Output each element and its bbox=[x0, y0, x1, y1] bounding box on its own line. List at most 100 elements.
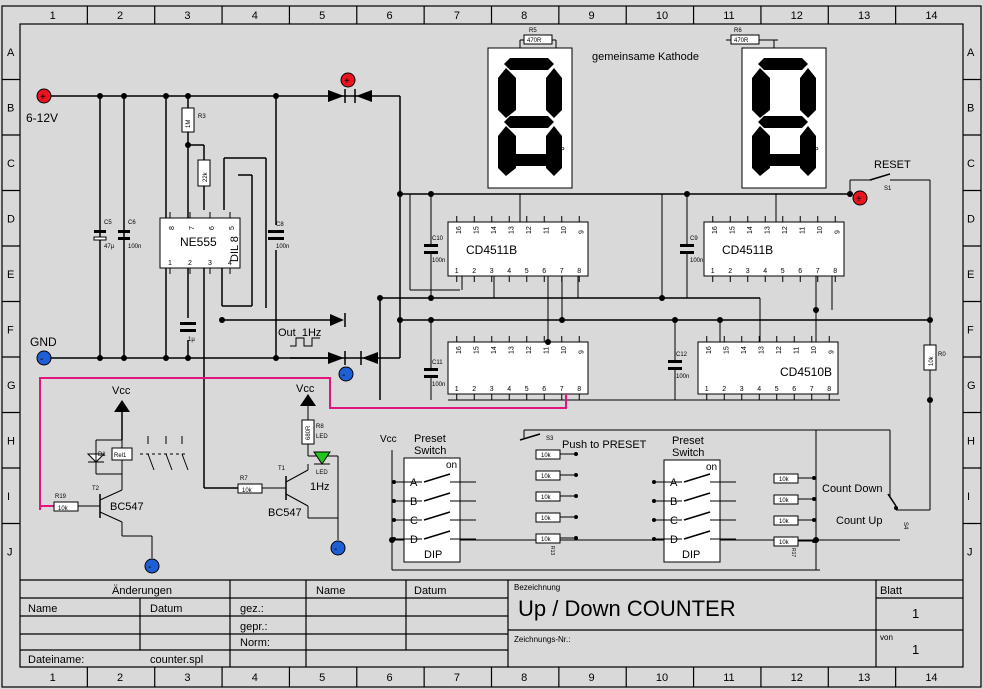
grid-col-label: 1 bbox=[50, 10, 56, 22]
svg-text:Preset: Preset bbox=[672, 435, 704, 447]
ic-pin-number: 4 bbox=[507, 268, 511, 275]
junction-dots bbox=[97, 93, 933, 543]
svg-text:680R: 680R bbox=[306, 425, 312, 440]
svg-text:-: - bbox=[40, 354, 43, 365]
ic-pin-number: 1 bbox=[455, 386, 459, 393]
terminal-gnd[interactable]: - bbox=[36, 350, 52, 366]
ic-pin-number: 16 bbox=[706, 346, 713, 354]
terminal-gnd-2[interactable]: - bbox=[338, 366, 354, 382]
svg-text:10k: 10k bbox=[58, 506, 69, 512]
terminal-gnd-t2[interactable]: - bbox=[144, 558, 160, 574]
grid-row-label: H bbox=[7, 435, 15, 447]
ic-pin-number: 4 bbox=[763, 268, 767, 275]
ic-pin-number: 12 bbox=[782, 226, 789, 234]
resistor-value: 10k bbox=[541, 495, 552, 501]
svg-text:S4: S4 bbox=[902, 522, 908, 530]
reset-switch[interactable]: RESET S1 bbox=[869, 159, 911, 192]
svg-text:R5: R5 bbox=[529, 28, 537, 34]
grid-row-label: A bbox=[967, 47, 975, 59]
ic-pin-number: 15 bbox=[473, 226, 480, 234]
svg-text:Name: Name bbox=[28, 603, 57, 615]
svg-text:-: - bbox=[148, 562, 151, 573]
grid-col-label: 3 bbox=[184, 10, 190, 22]
dip-position-label: D bbox=[670, 534, 678, 546]
grid-row-label: F bbox=[967, 324, 974, 336]
capacitor-c5: C5 47µ bbox=[93, 220, 115, 250]
grid-row-label: C bbox=[7, 158, 15, 170]
capacitor-c9: C9 100n bbox=[680, 194, 703, 298]
ic-pin-number: 5 bbox=[525, 386, 529, 393]
svg-text:100n: 100n bbox=[276, 244, 289, 250]
svg-text:Änderungen: Änderungen bbox=[112, 585, 172, 597]
grid-col-label: 11 bbox=[723, 672, 734, 684]
magenta-wire bbox=[39, 377, 567, 510]
ic-pin-number: 5 bbox=[229, 226, 236, 230]
dip-position-label: B bbox=[670, 496, 677, 508]
grid-col-label: 13 bbox=[858, 672, 870, 684]
terminal-plus-supply[interactable]: + bbox=[36, 88, 52, 104]
resistor-r5: R5 470R bbox=[519, 28, 557, 48]
svg-text:Switch: Switch bbox=[672, 447, 704, 459]
resistor-value: 10k bbox=[779, 498, 790, 504]
terminal-plus-top[interactable]: + bbox=[340, 72, 356, 88]
seven-segment-display-left: DP bbox=[487, 47, 573, 189]
grid-col-label: 10 bbox=[656, 10, 668, 22]
ic-pin-number: 7 bbox=[816, 268, 820, 275]
svg-text:Rel1: Rel1 bbox=[114, 453, 127, 459]
svg-text:R13: R13 bbox=[549, 546, 555, 555]
resistor-22k: 22k bbox=[197, 159, 211, 187]
svg-text:R17: R17 bbox=[790, 548, 796, 557]
svg-text:R19: R19 bbox=[55, 494, 67, 500]
svg-text:10k: 10k bbox=[929, 355, 935, 366]
count-direction-switch[interactable]: Count Down Count Up S4 bbox=[822, 483, 908, 530]
ne555-label: NE555 bbox=[180, 235, 217, 249]
svg-text:Vcc: Vcc bbox=[112, 385, 131, 397]
grid-row-label: A bbox=[7, 47, 15, 59]
ic-pin-number: 12 bbox=[526, 346, 533, 354]
terminal-plus-reset[interactable]: + bbox=[852, 190, 868, 206]
ic-pin-number: 2 bbox=[188, 260, 192, 267]
grid-col-label: 11 bbox=[723, 10, 734, 22]
resistor-value: 10k bbox=[541, 474, 552, 480]
svg-text:T2: T2 bbox=[92, 486, 100, 492]
diode-gnd bbox=[328, 351, 378, 365]
resistor-value: 10k bbox=[779, 519, 790, 525]
ic-pin-number: 9 bbox=[578, 230, 585, 234]
cd4510-right-label: CD4510B bbox=[780, 365, 832, 379]
svg-text:gez.:: gez.: bbox=[240, 603, 264, 615]
svg-text:C9: C9 bbox=[690, 236, 698, 242]
svg-text:BC547: BC547 bbox=[110, 501, 144, 513]
led-driver-section: Vcc 680R R8 LED LED 1Hz R7 10k T1 BC547 bbox=[237, 383, 339, 540]
terminal-gnd-led[interactable]: - bbox=[330, 540, 346, 556]
svg-text:C8: C8 bbox=[276, 222, 284, 228]
svg-text:on: on bbox=[446, 460, 457, 471]
ic-pin-number: 8 bbox=[169, 226, 176, 230]
ic-pin-number: 7 bbox=[560, 386, 564, 393]
ic-pin-number: 6 bbox=[792, 386, 796, 393]
ic-pin-number: 14 bbox=[747, 226, 754, 234]
ic-pin-number: 16 bbox=[456, 346, 463, 354]
grid-row-label: E bbox=[967, 269, 974, 281]
preset-push-switch[interactable]: S3 Push to PRESET bbox=[519, 430, 647, 451]
svg-text:counter.spl: counter.spl bbox=[150, 654, 203, 666]
grid-col-label: 9 bbox=[589, 672, 595, 684]
grid-row-label: F bbox=[7, 324, 14, 336]
capacitor-c6: C6 100n bbox=[118, 220, 141, 250]
ic-pin-number: 4 bbox=[228, 260, 232, 267]
ic-pin-number: 13 bbox=[508, 346, 515, 354]
svg-text:1Hz: 1Hz bbox=[310, 481, 330, 493]
grid-col-label: 9 bbox=[589, 10, 595, 22]
ic-pin-number: 2 bbox=[472, 268, 476, 275]
dp-label-left: DP bbox=[555, 147, 565, 154]
svg-text:R7: R7 bbox=[240, 476, 248, 482]
grid-row-label: J bbox=[967, 546, 973, 558]
svg-text:C6: C6 bbox=[128, 220, 136, 226]
grid-row-label: C bbox=[967, 158, 975, 170]
grid-col-label: 4 bbox=[252, 10, 258, 22]
ic-pin-number: 3 bbox=[208, 260, 212, 267]
ic-pin-number: 7 bbox=[810, 386, 814, 393]
grid-row-label: E bbox=[7, 269, 14, 281]
